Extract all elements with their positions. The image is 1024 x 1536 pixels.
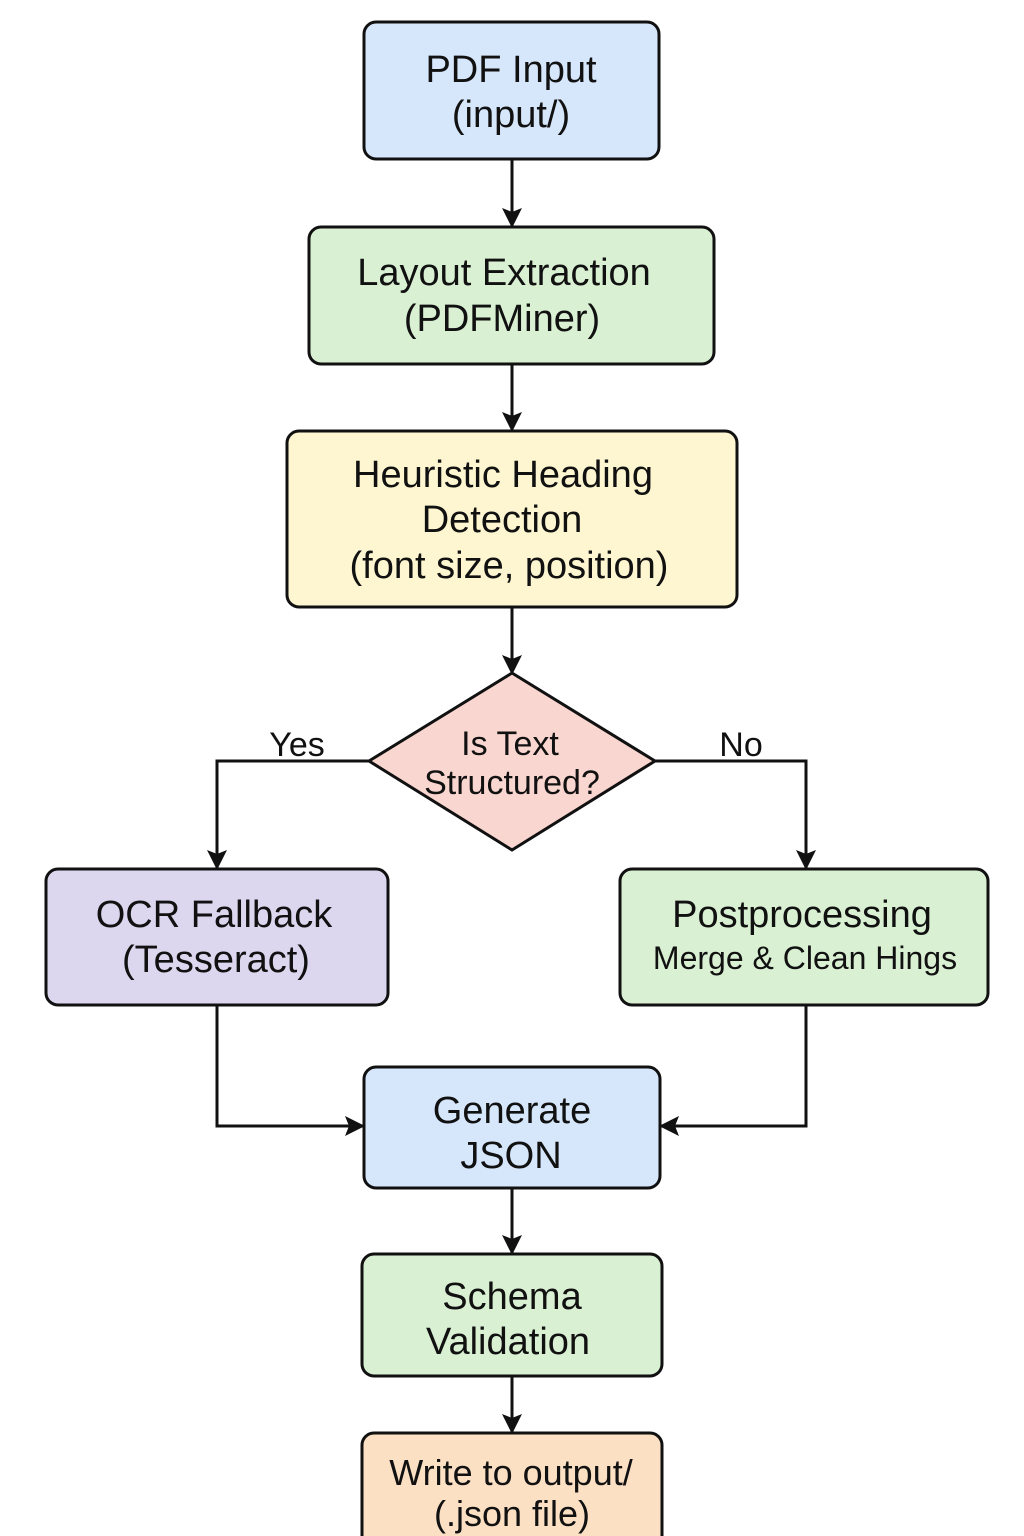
node-ocr-fallback-line1: OCR Fallback [96, 894, 333, 936]
node-pdf-input: PDF Input (input/) [362, 20, 661, 161]
edge-label-no: No [719, 726, 762, 764]
node-heuristic-detection-line1: Heuristic Heading [353, 454, 653, 496]
node-generate-json: Generate JSON [362, 1065, 662, 1190]
arrow-decision-yes-to-ocr [207, 759, 369, 870]
node-heuristic-detection-line3: (font size, position) [350, 545, 669, 587]
node-postprocessing-line2: Merge & Clean Hings [653, 940, 957, 976]
connectors [207, 159, 816, 1434]
node-layout-extraction-box [307, 225, 716, 366]
node-pdf-input-box [362, 20, 661, 161]
node-decision-diamond [366, 671, 658, 852]
arrow-postprocessing-to-generate [659, 1005, 808, 1136]
node-write-output-line1: Write to output/ [389, 1452, 632, 1493]
node-postprocessing-box [618, 867, 990, 1007]
node-ocr-fallback-line2: (Tesseract) [122, 939, 310, 981]
node-write-output-line2: (.json file) [434, 1493, 590, 1534]
node-heuristic-detection-box [285, 429, 739, 609]
arrow-ocr-to-generate [215, 1005, 365, 1136]
node-decision: Is Text Structured? [366, 671, 658, 852]
node-schema-validation-box [360, 1252, 664, 1378]
node-pdf-input-line2: (input/) [452, 94, 570, 136]
node-postprocessing: Postprocessing Merge & Clean Hings [618, 867, 990, 1007]
node-ocr-fallback-box [44, 867, 390, 1007]
node-ocr-fallback: OCR Fallback (Tesseract) [44, 867, 390, 1007]
node-heuristic-detection: Heuristic Heading Detection (font size, … [285, 429, 739, 609]
node-decision-line2: Structured? [424, 764, 600, 802]
node-layout-extraction-line1: Layout Extraction [357, 252, 651, 294]
arrow-decision-no-to-postprocessing [655, 759, 816, 870]
node-layout-extraction: Layout Extraction (PDFMiner) [307, 225, 716, 366]
node-schema-validation-line1: Schema [442, 1276, 582, 1318]
node-write-output: Write to output/ (.json file) [360, 1431, 664, 1536]
node-postprocessing-line1: Postprocessing [672, 894, 932, 936]
node-generate-json-line2: JSON [460, 1135, 561, 1177]
node-generate-json-box [362, 1065, 662, 1190]
node-generate-json-line1: Generate [433, 1090, 591, 1132]
node-pdf-input-line1: PDF Input [425, 49, 597, 91]
node-heuristic-detection-line2: Detection [422, 499, 583, 541]
node-write-output-box [360, 1431, 664, 1536]
edge-label-yes: Yes [269, 726, 324, 764]
node-decision-line1: Is Text [461, 725, 559, 763]
node-schema-validation: Schema Validation [360, 1252, 664, 1378]
node-layout-extraction-line2: (PDFMiner) [404, 298, 600, 340]
node-schema-validation-line2: Validation [426, 1321, 590, 1363]
